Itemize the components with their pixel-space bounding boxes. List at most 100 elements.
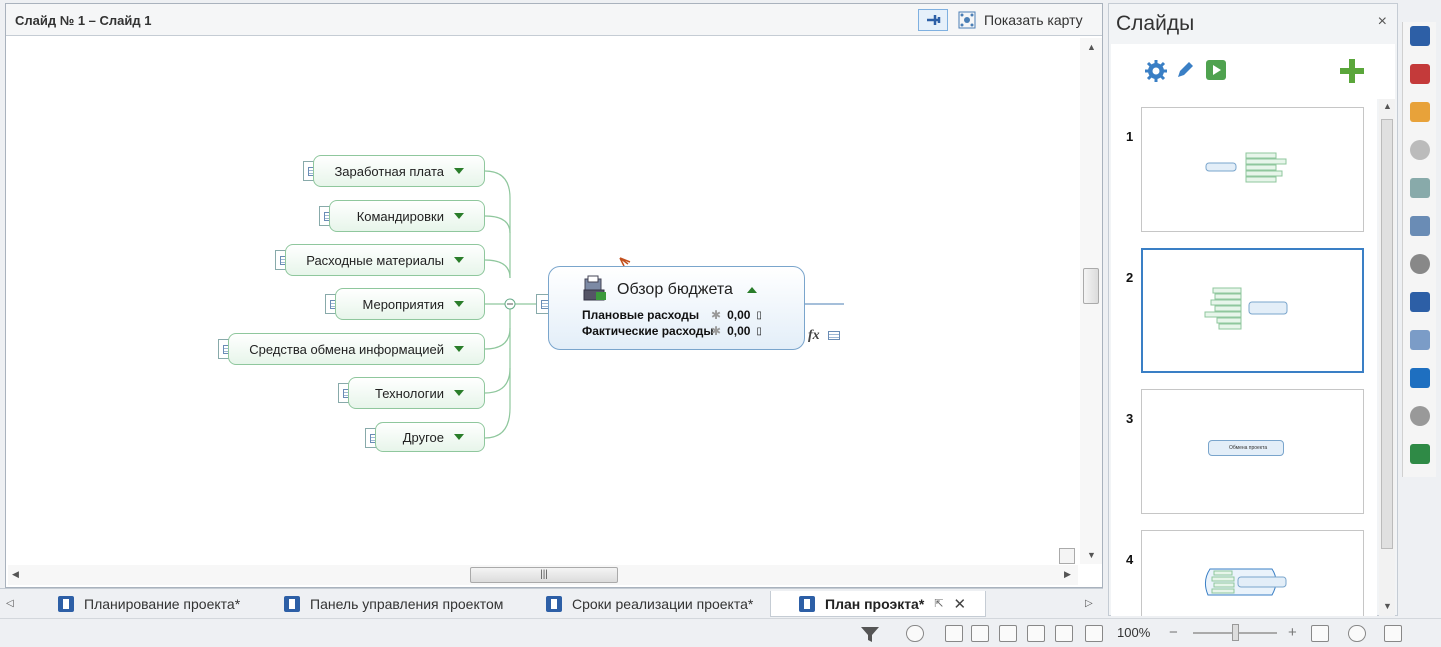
slide-number: 2 xyxy=(1126,270,1134,285)
image-icon[interactable] xyxy=(1410,216,1430,236)
focus-icon[interactable] xyxy=(1410,292,1430,312)
branch-label: Расходные материалы xyxy=(306,252,444,268)
edit-icon[interactable] xyxy=(1175,60,1195,80)
tab-project-timeline[interactable]: Сроки реализации проекта* xyxy=(518,591,776,617)
popout-icon[interactable]: ⇱ xyxy=(934,598,944,610)
play-icon[interactable] xyxy=(1205,59,1227,81)
gear-icon: ✱ xyxy=(711,324,722,338)
slide-preview xyxy=(1204,568,1287,596)
box-icon: ▯ xyxy=(756,309,762,321)
expand-arrow-icon[interactable] xyxy=(454,168,464,174)
actual-expenses-label: Фактические расходы xyxy=(582,324,714,338)
expand-arrow-icon[interactable] xyxy=(454,434,464,440)
editor-header: Слайд № 1 – Слайд 1 Показать карту xyxy=(6,4,1102,36)
scroll-left-icon[interactable]: ◀ xyxy=(12,569,19,579)
branch-events[interactable]: Мероприятия xyxy=(335,288,485,320)
branch-other[interactable]: Другое xyxy=(375,422,485,452)
tabs-left-icon[interactable]: ◁ xyxy=(6,598,14,609)
scroll-up-icon[interactable]: ▲ xyxy=(1383,101,1392,111)
refresh-icon[interactable] xyxy=(906,625,924,642)
person-icon[interactable] xyxy=(1410,140,1430,160)
branch-technologies[interactable]: Технологии xyxy=(348,377,485,409)
mindmap-doc-icon xyxy=(546,596,562,612)
tab-project-dashboard[interactable]: Панель управления проектом xyxy=(256,591,524,617)
filter-icon[interactable] xyxy=(860,625,880,643)
excel-icon[interactable] xyxy=(1410,444,1430,464)
tab-project-planning[interactable]: Планирование проекта* xyxy=(30,591,260,617)
slide-thumbnail-1[interactable] xyxy=(1141,107,1364,232)
vertical-scrollbar[interactable]: ▲ ▼ xyxy=(1080,38,1102,564)
note-icon[interactable] xyxy=(826,328,842,342)
slides-scrollbar[interactable]: ▲ ▼ xyxy=(1379,99,1395,616)
branch-label: Технологии xyxy=(374,385,444,401)
pin-icon xyxy=(927,15,941,25)
connector-lines xyxy=(484,170,844,439)
right-icon-rail xyxy=(1402,22,1436,477)
scroll-down-icon[interactable]: ▼ xyxy=(1087,550,1096,560)
horizontal-scroll-thumb[interactable]: ||| xyxy=(470,567,618,583)
mindmap-icon[interactable] xyxy=(1410,26,1430,46)
slide-thumbnail-4[interactable] xyxy=(1141,530,1364,616)
slides-toolbar xyxy=(1111,44,1395,99)
document-tabs: ◁ Планирование проекта* Панель управлени… xyxy=(0,588,1103,618)
document-icon[interactable] xyxy=(1085,625,1103,642)
search-icon[interactable] xyxy=(1410,254,1430,274)
label-icon[interactable] xyxy=(1055,625,1073,642)
scroll-right-icon[interactable]: ▶ xyxy=(1064,569,1071,579)
slide-thumbnail-2[interactable] xyxy=(1141,248,1364,373)
zoom-out-button[interactable]: − xyxy=(1169,624,1178,641)
branch-salary[interactable]: Заработная плата xyxy=(313,155,485,187)
calendar-icon[interactable] xyxy=(1410,102,1430,122)
formula-icon[interactable]: fx xyxy=(808,328,820,343)
mindmap-doc-icon xyxy=(799,595,815,612)
tabs-right-icon[interactable]: ▷ xyxy=(1085,598,1093,609)
relationship-icon[interactable] xyxy=(1410,178,1430,198)
collapse-arrow-icon[interactable] xyxy=(747,287,757,293)
fit-view-button[interactable] xyxy=(1059,548,1075,564)
scroll-up-icon[interactable]: ▲ xyxy=(1087,42,1096,52)
slide-number: 4 xyxy=(1126,552,1134,567)
expand-arrow-icon[interactable] xyxy=(454,257,464,263)
panel-toggle-icon[interactable] xyxy=(1384,625,1402,642)
slides-icon[interactable] xyxy=(1410,330,1430,350)
calendar-24-icon[interactable] xyxy=(999,625,1017,642)
tab-project-plan[interactable]: План проэкта* ⇱ ✕ xyxy=(770,591,986,617)
budget-icon xyxy=(583,275,606,301)
mindmap-doc-icon xyxy=(284,596,300,612)
panel-title: Слайды xyxy=(1116,12,1195,35)
slides-scroll-thumb[interactable] xyxy=(1381,119,1393,549)
close-tab-icon[interactable]: ✕ xyxy=(953,595,967,613)
sync-icon[interactable] xyxy=(1348,625,1366,642)
zoom-slider-thumb[interactable] xyxy=(1232,624,1239,641)
slides-list: 1 2 3 Обменa проекта 4 xyxy=(1111,99,1377,616)
globe-icon[interactable] xyxy=(1410,406,1430,426)
branch-business-trips[interactable]: Командировки xyxy=(329,200,485,232)
vertical-scroll-thumb[interactable] xyxy=(1083,268,1099,304)
pin-button[interactable] xyxy=(918,9,948,31)
tag-icon[interactable] xyxy=(1027,625,1045,642)
branch-consumables[interactable]: Расходные материалы xyxy=(285,244,485,276)
show-map-button[interactable]: Показать карту xyxy=(958,9,1083,31)
scroll-down-icon[interactable]: ▼ xyxy=(1383,601,1392,611)
slide-preview xyxy=(1204,287,1288,330)
box-icon: ▯ xyxy=(756,325,762,337)
outlook-icon[interactable] xyxy=(1410,368,1430,388)
zoom-in-button[interactable]: + xyxy=(1288,624,1297,641)
fit-to-window-icon[interactable] xyxy=(1311,625,1329,642)
central-topic[interactable]: Обзор бюджета Плановые расходы ✱0,00▯ Фа… xyxy=(548,266,805,350)
branch-communication[interactable]: Средства обмена информацией xyxy=(228,333,485,365)
layout-icon[interactable] xyxy=(945,625,963,642)
slide-thumbnail-3[interactable]: Обменa проекта xyxy=(1141,389,1364,514)
mindmap-canvas[interactable]: Заработная плата Командировки Расходные … xyxy=(8,38,1078,564)
expand-arrow-icon[interactable] xyxy=(454,390,464,396)
task-check-icon[interactable] xyxy=(1410,64,1430,84)
horizontal-scrollbar[interactable]: ◀ ||| ▶ xyxy=(8,565,1078,585)
close-icon[interactable]: × xyxy=(1377,13,1387,30)
expand-arrow-icon[interactable] xyxy=(454,346,464,352)
expand-arrow-icon[interactable] xyxy=(454,213,464,219)
add-slide-icon[interactable] xyxy=(1338,57,1366,85)
notes-icon[interactable] xyxy=(971,625,989,642)
settings-icon[interactable] xyxy=(1145,60,1167,82)
expand-arrow-icon[interactable] xyxy=(454,301,464,307)
